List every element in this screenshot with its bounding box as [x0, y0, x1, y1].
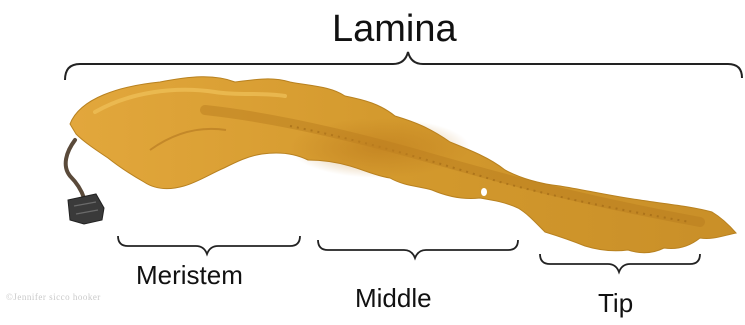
middle-label: Middle [355, 283, 432, 314]
kelp-holdfast [68, 194, 104, 224]
meristem-bracket [118, 236, 300, 254]
tip-label: Tip [598, 288, 633, 319]
tip-bracket [540, 254, 700, 272]
kelp-shade-patch [290, 118, 470, 178]
lamina-bracket [65, 52, 742, 80]
lamina-label: Lamina [332, 8, 457, 51]
blade-hole [432, 198, 442, 212]
copyright-watermark: ©Jennifer sicco hooker [6, 292, 101, 302]
kelp-stipe [66, 140, 84, 198]
middle-bracket [318, 240, 518, 258]
meristem-label: Meristem [136, 260, 243, 291]
blade-hole [481, 188, 487, 196]
